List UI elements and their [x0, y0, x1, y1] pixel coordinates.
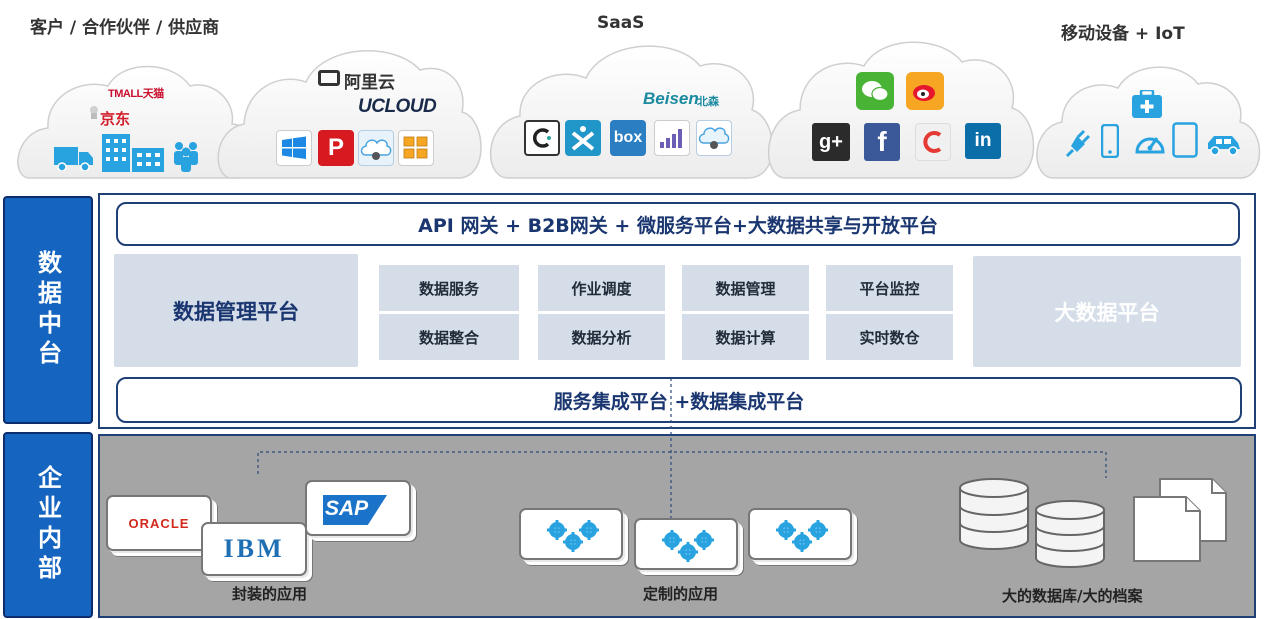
c-icon: [524, 120, 560, 156]
people-icon: [171, 140, 201, 176]
phone-icon: [1100, 123, 1120, 162]
medical-kit-icon: [1132, 88, 1162, 122]
facebook-icon: f: [864, 123, 900, 161]
enterprise-sidebar-label: 企业内部: [33, 465, 62, 585]
document-icon: [1133, 478, 1227, 562]
building-icon: [102, 132, 164, 176]
cell-job-scheduling: 作业调度: [538, 265, 665, 311]
data-management-platform: 数据管理平台: [114, 254, 358, 367]
cell-data-integration: 数据整合: [379, 314, 519, 360]
facebook-text: f: [877, 126, 887, 157]
aws-icon: [398, 130, 434, 166]
cell-platform-monitoring: 平台监控: [826, 265, 953, 311]
gauge-icon: [1134, 128, 1166, 158]
ibm-logo: IBM: [223, 534, 285, 563]
custom-apps-label: 定制的应用: [643, 585, 719, 603]
packaged-apps-label: 封装的应用: [232, 585, 308, 603]
plug-icon: [1063, 126, 1091, 162]
gears-icon: [662, 530, 714, 562]
gears-icon: [547, 520, 599, 552]
tablet-icon: [1172, 122, 1198, 162]
oracle-card: ORACLE: [106, 495, 212, 551]
customers-header: 客户 / 合作伙伴 / 供应商: [30, 18, 220, 38]
clouds-layer: [17, 41, 1261, 179]
data-platform-sidebar-label: 数据中台: [33, 250, 62, 370]
x-icon: [565, 120, 601, 156]
p-icon: P: [318, 130, 354, 166]
custom-app-card-1: [519, 508, 623, 560]
database-icon: [959, 478, 1029, 550]
truck-icon: [54, 143, 94, 175]
aliyun-logo-icon: [318, 70, 340, 86]
gplus-text: g+: [819, 130, 843, 153]
linkedin-icon: in: [965, 123, 1001, 159]
beisen-cn-logo: 北森: [697, 96, 719, 108]
c-app-icon: [915, 123, 951, 161]
cell-data-management: 数据管理: [682, 265, 809, 311]
wechat-icon: [856, 72, 894, 110]
custom-app-card-2: [634, 518, 738, 570]
data-platform-sidebar: 数据中台: [3, 196, 93, 424]
box-icon: box: [610, 120, 646, 156]
custom-app-card-3: [748, 508, 852, 560]
cell-data-service: 数据服务: [379, 265, 519, 311]
oracle-logo: ORACLE: [128, 515, 190, 531]
mobile-iot-header: 移动设备 + IoT: [1061, 24, 1185, 44]
weibo-icon: [906, 72, 944, 110]
gplus-icon: g+: [812, 123, 850, 161]
cell-data-analysis: 数据分析: [538, 314, 665, 360]
ibm-card: IBM: [201, 522, 307, 576]
salesforce-icon: [696, 120, 732, 156]
force-icon: [358, 130, 394, 166]
sap-card: SAP: [305, 480, 411, 536]
saas-header: SaaS: [597, 13, 645, 33]
jd-logo: 京东: [100, 111, 131, 128]
cloud-mobile-iot: [1036, 66, 1261, 179]
gears-icon: [776, 520, 828, 552]
sap-logo: SAP: [325, 497, 369, 520]
linkedin-text: in: [974, 130, 992, 151]
enterprise-sidebar: 企业内部: [3, 432, 93, 618]
api-gateway-bar: API 网关 + B2B网关 + 微服务平台+大数据共享与开放平台: [116, 202, 1240, 246]
aliyun-logo: 阿里云: [344, 73, 395, 92]
cell-realtime-warehouse: 实时数仓: [826, 314, 953, 360]
databases-archives-label: 大的数据库/大的档案: [1002, 587, 1143, 605]
windows-icon: [276, 130, 312, 166]
jd-mascot-icon: [88, 104, 100, 119]
chart-icon: [654, 120, 690, 156]
cell-data-computing: 数据计算: [682, 314, 809, 360]
tmall-logo: TMALL天猫: [108, 88, 164, 100]
integration-bar: 服务集成平台 +数据集成平台: [116, 377, 1242, 423]
ucloud-logo: UCLOUD: [358, 96, 437, 117]
beisen-logo: Beisen: [643, 89, 699, 108]
database-icon: [1035, 500, 1105, 568]
car-icon: [1206, 131, 1242, 161]
big-data-platform: 大数据平台: [973, 256, 1241, 367]
